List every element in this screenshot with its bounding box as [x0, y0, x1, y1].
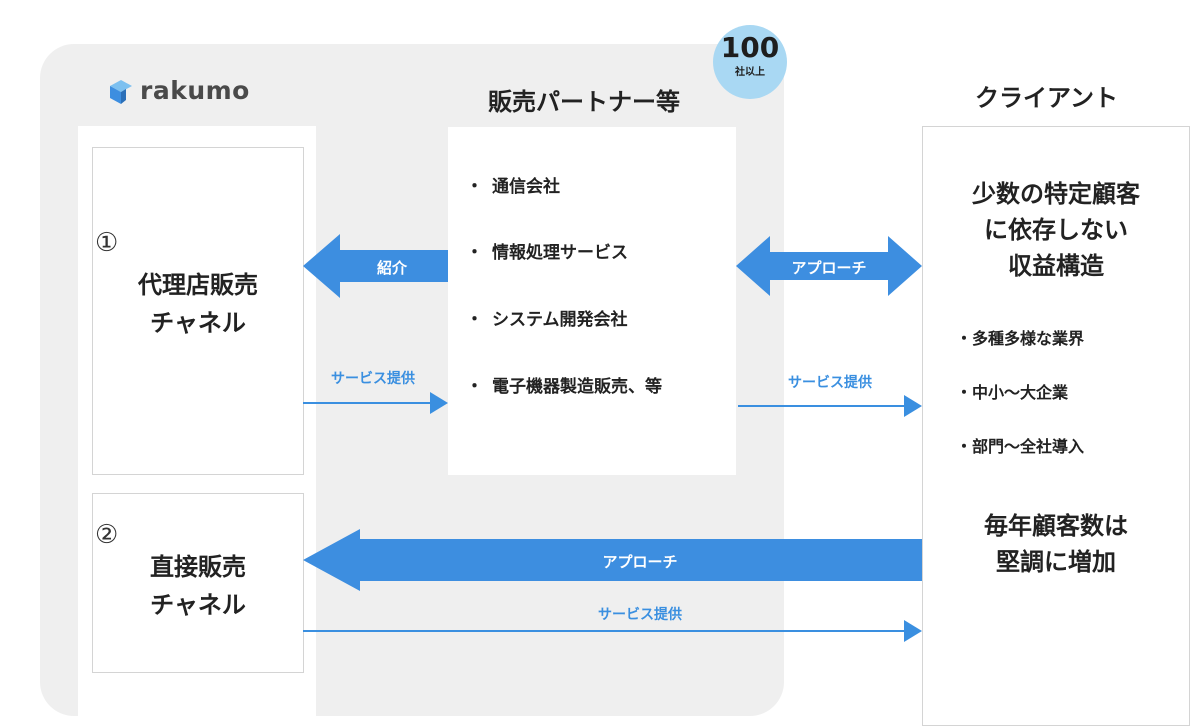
partner-item: ・通信会社 [466, 172, 560, 197]
client-heading: クライアント [975, 84, 1119, 112]
channel-2-name-line2: チャネル [150, 591, 246, 619]
partner-count-unit: 社以上 [735, 67, 765, 78]
partner-item-label: 情報処理サービス [492, 243, 628, 263]
introduction-label: 紹介 [376, 259, 407, 277]
rakumo-logo-text: rakumo [140, 76, 250, 105]
channel-2-number: ② [95, 520, 119, 550]
channel-1-name-line1: 代理店販売 [138, 271, 258, 299]
channel-1-number: ① [95, 228, 119, 258]
service-line-partner-client [738, 395, 922, 417]
service-partner-client-label: サービス提供 [788, 375, 872, 391]
client-growth-line2: 堅調に増加 [996, 548, 1116, 576]
client-growth-line1: 毎年顧客数は [984, 512, 1128, 540]
approach-double-arrow [736, 236, 922, 296]
client-point: ・中小〜大企業 [956, 383, 1069, 402]
bullet: ・ [466, 377, 483, 397]
partner-item-label: システム開発会社 [492, 310, 628, 330]
client-point: ・部門〜全社導入 [956, 437, 1085, 456]
service-channel1-label: サービス提供 [331, 371, 415, 387]
service-line-channel1 [303, 392, 448, 414]
client-point: ・多種多様な業界 [956, 329, 1085, 348]
channel-1-name-line2: チャネル [150, 309, 246, 337]
client-main-line1: 少数の特定顧客 [972, 180, 1140, 208]
channel-1-name: 代理店販売 チャネル [92, 266, 304, 342]
service-direct-label: サービス提供 [598, 607, 682, 623]
partner-item: ・システム開発会社 [466, 305, 628, 330]
partners-heading: 販売パートナー等 [488, 88, 680, 116]
direct-channel-box [92, 493, 304, 673]
client-box [922, 126, 1190, 726]
channel-2-name: 直接販売 チャネル [92, 548, 304, 624]
agency-channel-box [92, 147, 304, 475]
client-main-line2: に依存しない [984, 216, 1128, 244]
channel-2-name-line1: 直接販売 [150, 553, 246, 581]
approach-partner-client-label: アプローチ [791, 259, 867, 277]
direct-approach-arrow [303, 529, 922, 591]
approach-direct-label: アプローチ [602, 553, 678, 571]
partner-item: ・電子機器製造販売、等 [466, 372, 662, 397]
client-main-line3: 収益構造 [1008, 252, 1104, 280]
partner-item-label: 電子機器製造販売、等 [492, 377, 662, 397]
introduction-arrow [303, 234, 448, 298]
client-revenue-statement: 少数の特定顧客 に依存しない 収益構造 [922, 176, 1190, 284]
bullet: ・ [466, 177, 483, 197]
partner-count: 100 [720, 31, 780, 64]
partner-item-label: 通信会社 [492, 177, 560, 197]
bullet: ・ [466, 243, 483, 263]
client-growth-statement: 毎年顧客数は 堅調に増加 [922, 508, 1190, 580]
bullet: ・ [466, 310, 483, 330]
partner-item: ・情報処理サービス [466, 238, 628, 263]
service-line-direct [303, 620, 922, 642]
partner-box [448, 127, 736, 475]
partner-count-badge [713, 25, 787, 99]
rakumo-logo-icon [110, 80, 132, 104]
